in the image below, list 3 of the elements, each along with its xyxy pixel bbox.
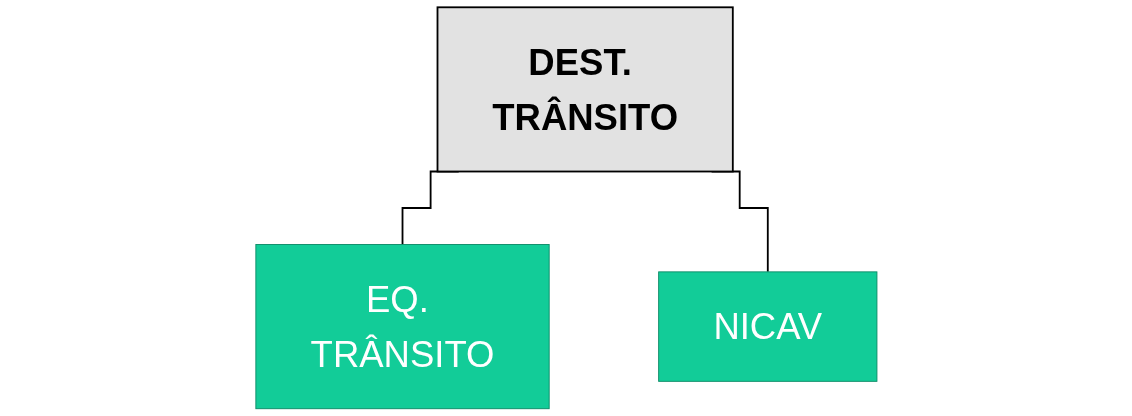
node-box: DEST. TRÂNSITO <box>436 6 734 173</box>
node-box: EQ. TRÂNSITO <box>255 244 550 410</box>
node-box: NICAV <box>657 271 877 382</box>
